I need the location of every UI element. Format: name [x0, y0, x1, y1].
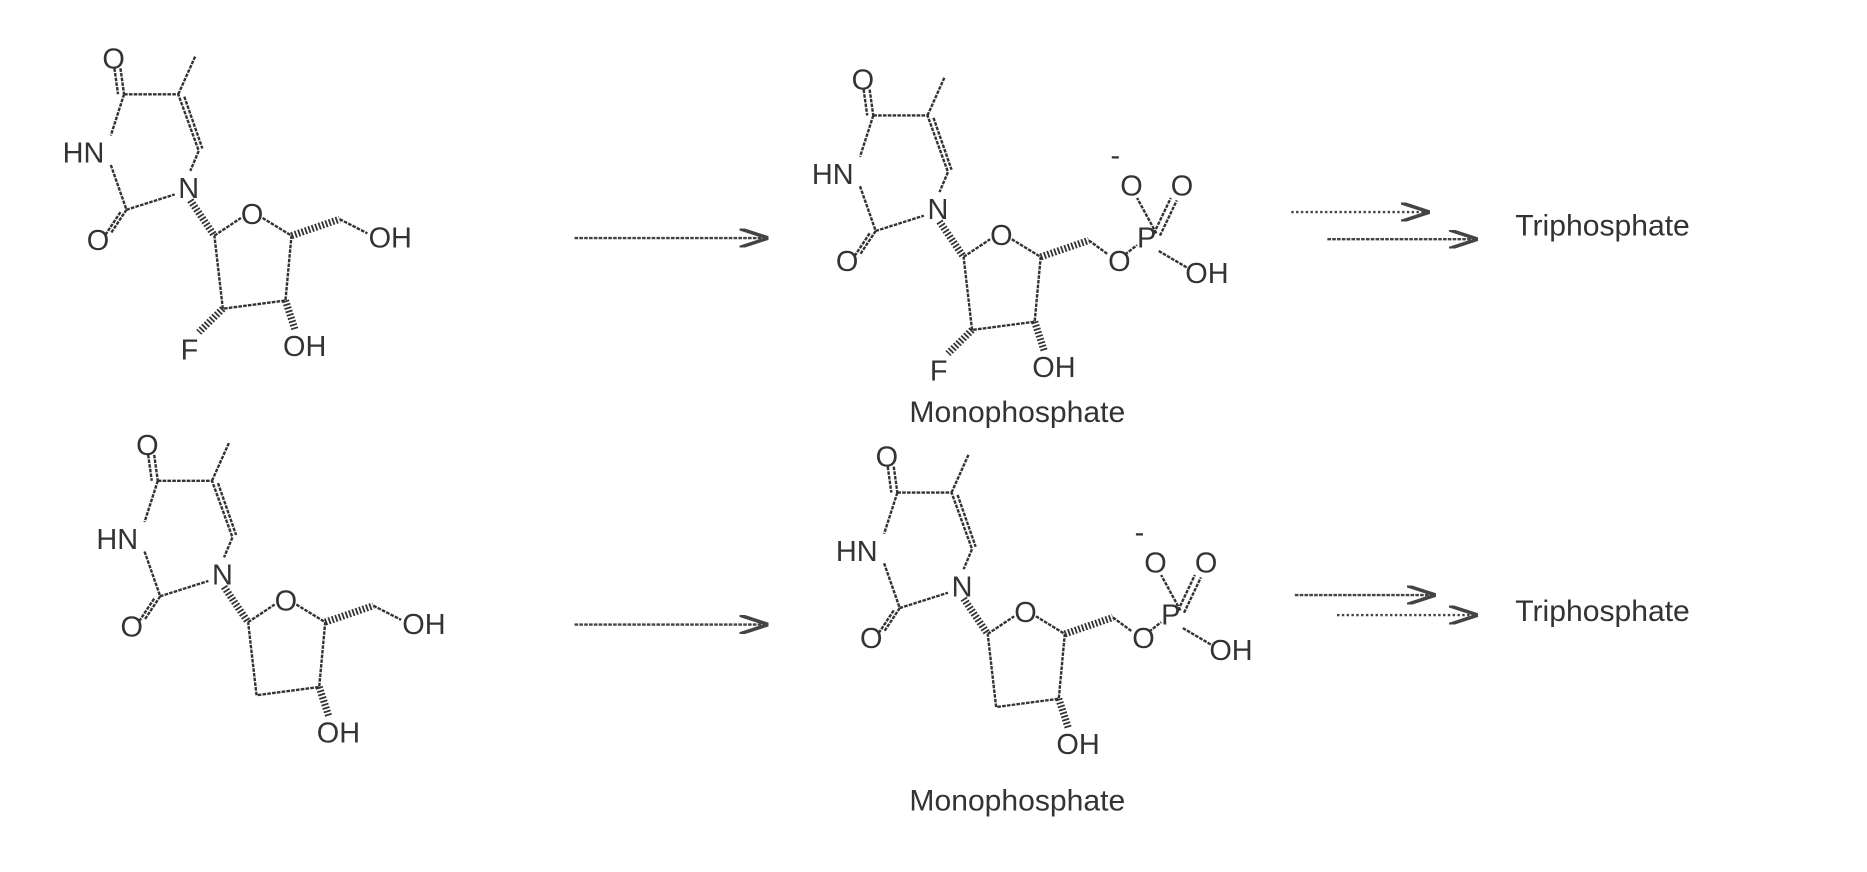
- molecule-deoxy-monophosphate: O HN N O O O P O O - OH OH: [836, 442, 1253, 761]
- charge-sign: -: [1135, 517, 1145, 549]
- atom-hn: HN: [836, 536, 878, 568]
- atom-o: O: [860, 623, 882, 655]
- atom-o: O: [1108, 246, 1130, 278]
- atom-hn: HN: [63, 138, 105, 170]
- atom-o: O: [1144, 548, 1166, 580]
- charge-sign: -: [1111, 140, 1121, 172]
- molecule-fluoro-monophosphate: O HN N O O O P O O - OH F OH: [812, 65, 1229, 388]
- atom-o: O: [241, 199, 263, 231]
- label-triphosphate-top: Triphosphate: [1515, 210, 1690, 243]
- atom-hn: HN: [96, 524, 138, 556]
- atom-o: O: [275, 586, 297, 618]
- atom-hn: HN: [812, 159, 854, 191]
- atom-o: O: [876, 442, 898, 474]
- atom-o: O: [136, 430, 158, 462]
- atom-n: N: [927, 194, 948, 226]
- atom-f: F: [930, 356, 948, 388]
- atom-f: F: [181, 335, 199, 367]
- atom-oh: OH: [1185, 258, 1228, 290]
- label-monophosphate-top: Monophosphate: [909, 396, 1125, 429]
- atom-o: O: [1195, 548, 1217, 580]
- atom-oh: OH: [1032, 352, 1075, 384]
- atom-o: O: [87, 225, 109, 257]
- atom-o: O: [852, 65, 874, 97]
- label-monophosphate-bottom: Monophosphate: [909, 785, 1125, 818]
- atom-o: O: [102, 44, 124, 76]
- molecule-fluoro-nucleoside: O HN N O O OH F OH: [63, 44, 412, 367]
- atom-oh: OH: [369, 223, 412, 255]
- atom-oh: OH: [317, 718, 360, 750]
- atom-o: O: [1120, 171, 1142, 203]
- atom-o: O: [1014, 597, 1036, 629]
- atom-o: O: [1132, 623, 1154, 655]
- atom-o: O: [990, 220, 1012, 252]
- atom-o: O: [120, 612, 142, 644]
- atom-oh: OH: [402, 609, 445, 641]
- atom-n: N: [212, 560, 233, 592]
- atom-o: O: [836, 246, 858, 278]
- atom-oh: OH: [1209, 635, 1252, 667]
- atom-oh: OH: [283, 331, 326, 363]
- label-triphosphate-bottom: Triphosphate: [1515, 595, 1690, 628]
- atom-p: P: [1137, 223, 1156, 255]
- atom-n: N: [178, 173, 199, 205]
- atom-n: N: [952, 572, 973, 604]
- molecule-deoxy-nucleoside: O HN N O O OH OH: [96, 430, 445, 749]
- atom-p: P: [1161, 600, 1180, 632]
- atom-oh: OH: [1056, 729, 1099, 761]
- atom-o: O: [1171, 171, 1193, 203]
